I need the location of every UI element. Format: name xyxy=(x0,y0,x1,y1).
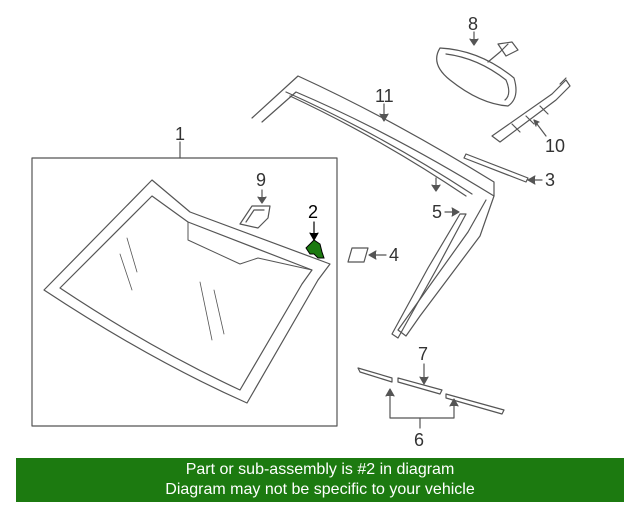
part-3-strip xyxy=(463,153,543,185)
callout-6: 6 xyxy=(414,430,424,450)
callout-1: 1 xyxy=(175,124,185,144)
callout-7: 7 xyxy=(418,344,428,364)
windshield-assembly-box xyxy=(31,141,338,427)
part-10-garnish xyxy=(491,77,571,143)
callout-10: 10 xyxy=(545,136,565,156)
part-11-roof-moulding xyxy=(251,75,495,197)
callout-2: 2 xyxy=(308,202,318,222)
part-info-banner: Part or sub-assembly is #2 in diagram Di… xyxy=(16,458,624,502)
part-9-bracket xyxy=(239,189,271,229)
callout-3: 3 xyxy=(545,170,555,190)
parts-diagram: 1 2 3 4 5 6 7 8 9 10 11 xyxy=(31,14,571,450)
windshield-glass xyxy=(43,179,331,404)
callout-8: 8 xyxy=(468,14,478,34)
callout-4: 4 xyxy=(389,245,399,265)
part-6-7-mouldings xyxy=(357,363,505,429)
part-2-leader xyxy=(309,221,319,241)
banner-line-1: Part or sub-assembly is #2 in diagram xyxy=(185,461,455,478)
banner-line-2: Diagram may not be specific to your vehi… xyxy=(165,481,475,498)
part-2-highlight xyxy=(305,239,325,259)
part-8-mirror xyxy=(436,31,519,107)
callout-5: 5 xyxy=(432,202,442,222)
callout-11: 11 xyxy=(375,86,394,106)
part-4-pad xyxy=(347,247,387,263)
callout-9: 9 xyxy=(256,170,266,190)
part-5-pillar-moulding xyxy=(391,177,495,339)
